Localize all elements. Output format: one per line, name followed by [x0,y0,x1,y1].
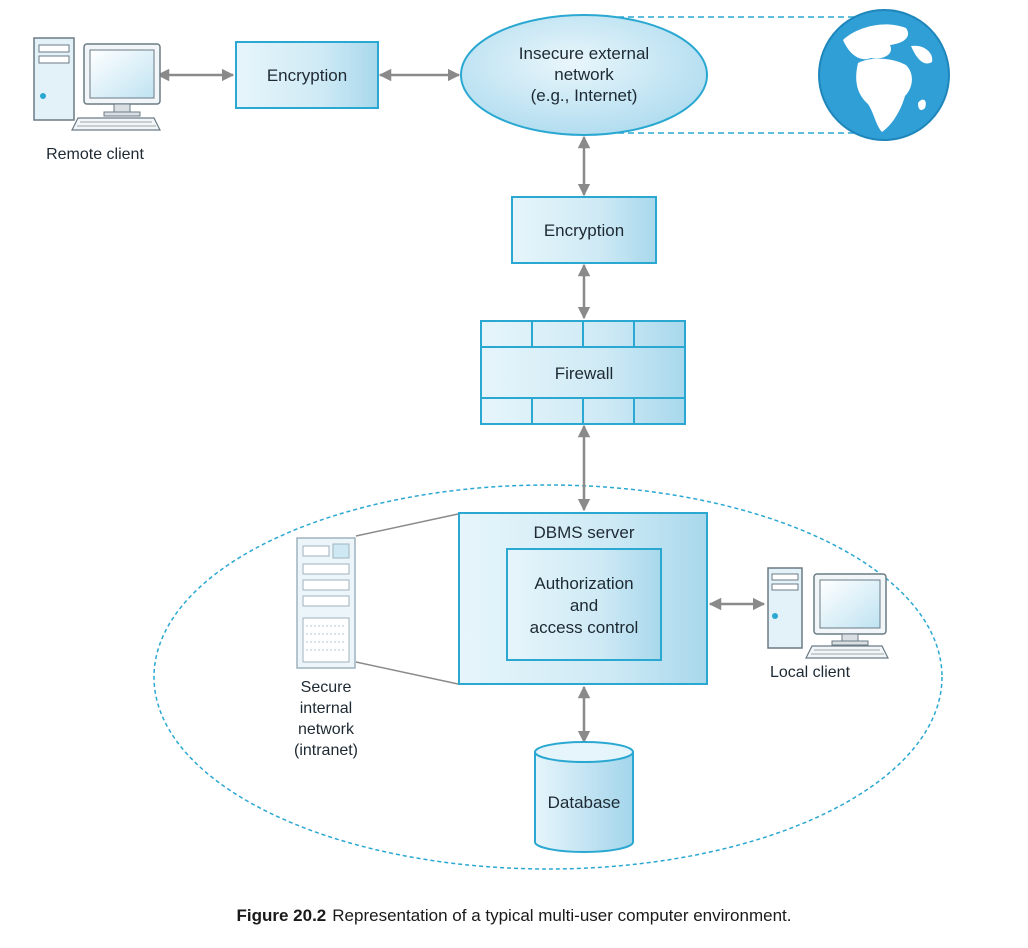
local-client-computer-icon [767,567,889,659]
external-network-node: Insecure external network (e.g., Interne… [460,14,708,136]
firewall-label: Firewall [555,364,614,383]
local-client-label: Local client [770,664,851,681]
dbms-server-label: DBMS server [533,523,634,542]
dbms-server-box: DBMS server Authorization and access con… [458,512,708,685]
encryption-top-box: Encryption [235,41,379,109]
remote-client-computer-icon [33,37,161,131]
external-network-line-1: Insecure external [519,44,649,63]
authorization-box [506,548,662,661]
figure-caption-text: Representation of a typical multi-user c… [332,906,792,925]
intranet-boundary [153,484,943,870]
internal-network-line-1: Secure [301,679,352,696]
authorization-line-1: Authorization [534,574,633,593]
figure-caption: Figure 20.2 Representation of a typical m… [0,906,1028,926]
encryption-middle-box: Encryption [511,196,657,264]
external-network-line-3: (e.g., Internet) [531,86,638,105]
internal-network-line-2: internal [300,700,352,717]
figure-number: Figure 20.2 [236,906,327,925]
internal-network-line-4: (intranet) [294,742,358,759]
external-network-line-2: network [554,65,614,84]
internal-network-line-3: network [298,721,355,738]
remote-client-label: Remote client [46,146,144,163]
database-label: Database [548,793,621,812]
server-tower-icon [296,513,459,685]
authorization-line-3: access control [530,618,639,637]
database-cylinder-icon: Database [534,741,634,853]
firewall-box: Firewall [480,320,686,425]
encryption-top-label: Encryption [267,66,347,85]
connection-arrows [156,68,766,744]
globe-link-lines [588,16,890,134]
internal-network-label: Secure internal network (intranet) [294,679,358,759]
authorization-line-2: and [570,596,598,615]
encryption-middle-label: Encryption [544,221,624,240]
globe-icon [818,9,950,141]
